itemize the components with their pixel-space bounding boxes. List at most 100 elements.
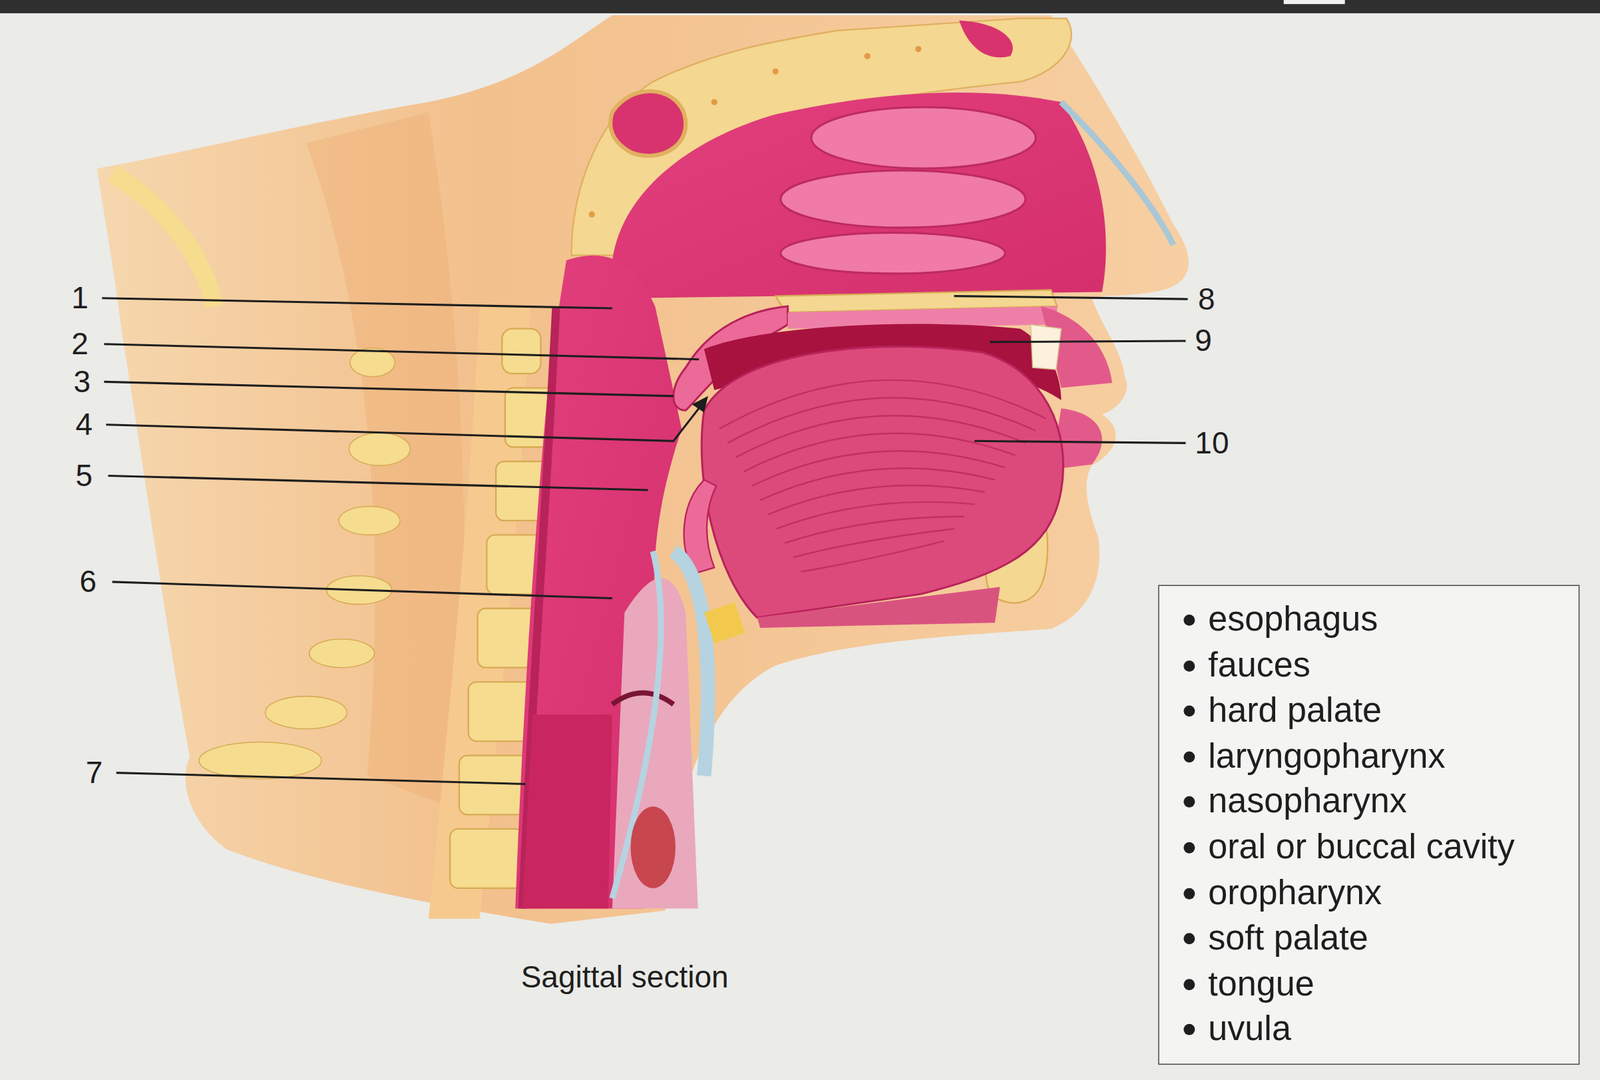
frame-bar-part xyxy=(1283,0,1346,4)
callout-number: 9 xyxy=(1194,323,1212,359)
tongue-part xyxy=(792,528,954,558)
caption: Sagittal section xyxy=(521,958,729,996)
leader-lines-part xyxy=(989,340,1186,343)
bullet-dot xyxy=(1183,1023,1195,1035)
callout-number: 2 xyxy=(71,326,89,362)
tongue-part xyxy=(768,485,985,515)
callout-number: 7 xyxy=(85,755,104,791)
callout-number: 6 xyxy=(79,564,98,600)
skull-bone-part xyxy=(610,91,686,156)
spinal-column-part xyxy=(265,696,348,729)
tongue-part xyxy=(701,346,1063,618)
leader-lines-part xyxy=(103,344,699,360)
term-text: esophagus xyxy=(1207,599,1378,638)
larynx-part xyxy=(673,551,709,776)
term-text: oropharynx xyxy=(1207,871,1382,911)
tongue-part xyxy=(719,380,1047,429)
term-text: laryngopharynx xyxy=(1207,735,1445,775)
bullet-dot xyxy=(1183,887,1195,899)
callout-number: 5 xyxy=(75,457,93,493)
frame-bar-part xyxy=(0,0,1600,14)
nasal-cavity-part xyxy=(780,232,1005,274)
callout-number: 8 xyxy=(1198,281,1216,317)
larynx-part xyxy=(704,602,745,643)
term-row: nasopharynx xyxy=(1181,778,1567,824)
nasal-cavity-part xyxy=(811,107,1036,169)
term-row: soft palate xyxy=(1181,914,1567,960)
tongue-part xyxy=(727,398,1036,444)
nasal-cavity-part xyxy=(612,92,1107,299)
bullet-dot xyxy=(1183,933,1195,945)
term-row: fauces xyxy=(1181,641,1567,687)
bullet-dot xyxy=(1183,659,1195,671)
leader-lines-part xyxy=(103,381,674,396)
skull-bone-part xyxy=(711,99,718,106)
nasal-cavity-part xyxy=(780,170,1026,228)
leader-lines-part xyxy=(954,296,1189,300)
tongue-part xyxy=(776,501,975,529)
larynx-part xyxy=(612,692,674,705)
leader-lines-part xyxy=(101,298,613,309)
leader-lines-part xyxy=(108,475,649,490)
leader-lines-part xyxy=(974,440,1186,443)
lips-teeth-part xyxy=(1030,324,1061,370)
spinal-column-part xyxy=(348,432,410,466)
tongue-part xyxy=(801,541,945,572)
bullet-dot xyxy=(1183,978,1195,990)
skull-bone-part xyxy=(772,68,779,75)
nasal-cavity-part xyxy=(1060,101,1174,245)
term-row: uvula xyxy=(1181,1005,1567,1051)
bullet-dot xyxy=(1183,750,1195,763)
term-row: tongue xyxy=(1181,959,1567,1005)
pharynx-part xyxy=(515,255,682,909)
tongue xyxy=(701,346,1063,628)
pharynx xyxy=(515,255,682,909)
term-text: nasopharynx xyxy=(1207,780,1407,820)
leader-lines-part xyxy=(105,403,702,441)
term-text: tongue xyxy=(1207,963,1314,1002)
skull-bone-part xyxy=(864,53,871,60)
callout-number: 1 xyxy=(71,280,89,316)
spinal-column-part xyxy=(338,505,400,535)
larynx xyxy=(612,479,745,909)
callout-number: 4 xyxy=(75,407,93,442)
spinal-column xyxy=(112,173,580,919)
term-text: uvula xyxy=(1207,1008,1292,1047)
tongue-part xyxy=(757,587,1001,628)
spinal-column-part xyxy=(350,348,395,377)
term-text: fauces xyxy=(1207,644,1311,683)
tongue-part xyxy=(784,516,965,544)
term-row: laryngopharynx xyxy=(1181,732,1567,778)
callout-number: 10 xyxy=(1194,425,1229,460)
skull-bone-part xyxy=(959,20,1013,58)
term-row: oral or buccal cavity xyxy=(1181,823,1567,869)
spinal-column-part xyxy=(199,742,322,779)
tongue-part xyxy=(760,467,996,500)
leader-lines-part xyxy=(112,581,613,599)
skin-silhouette-part xyxy=(97,15,1189,924)
leader-lines-part xyxy=(116,772,526,785)
tongue-part xyxy=(744,433,1016,472)
bullet-dot xyxy=(1183,841,1195,854)
pharynx-part xyxy=(522,714,613,908)
term-row: esophagus xyxy=(1181,595,1567,641)
spinal-column-part xyxy=(309,638,375,668)
frame-bar xyxy=(0,0,1600,14)
term-row: hard palate xyxy=(1181,686,1567,733)
term-text: soft palate xyxy=(1207,917,1369,957)
term-row: oropharynx xyxy=(1181,869,1567,915)
leader-lines-part xyxy=(691,396,709,413)
word-bank-box: esophagus fauces hard palate laryngopharynx… xyxy=(1158,585,1580,1065)
term-text: hard palate xyxy=(1207,690,1382,729)
spinal-column-part xyxy=(112,173,215,307)
skull-bone-part xyxy=(915,45,922,52)
nasal-cavity xyxy=(612,92,1174,299)
skull-bone-part xyxy=(589,210,596,217)
bullet-dot xyxy=(1183,705,1195,717)
callout-number: 3 xyxy=(73,364,91,399)
skin-silhouette xyxy=(97,15,1189,924)
leader-lines xyxy=(101,296,1188,785)
spinal-column-part xyxy=(501,328,541,374)
larynx-part xyxy=(630,805,675,888)
